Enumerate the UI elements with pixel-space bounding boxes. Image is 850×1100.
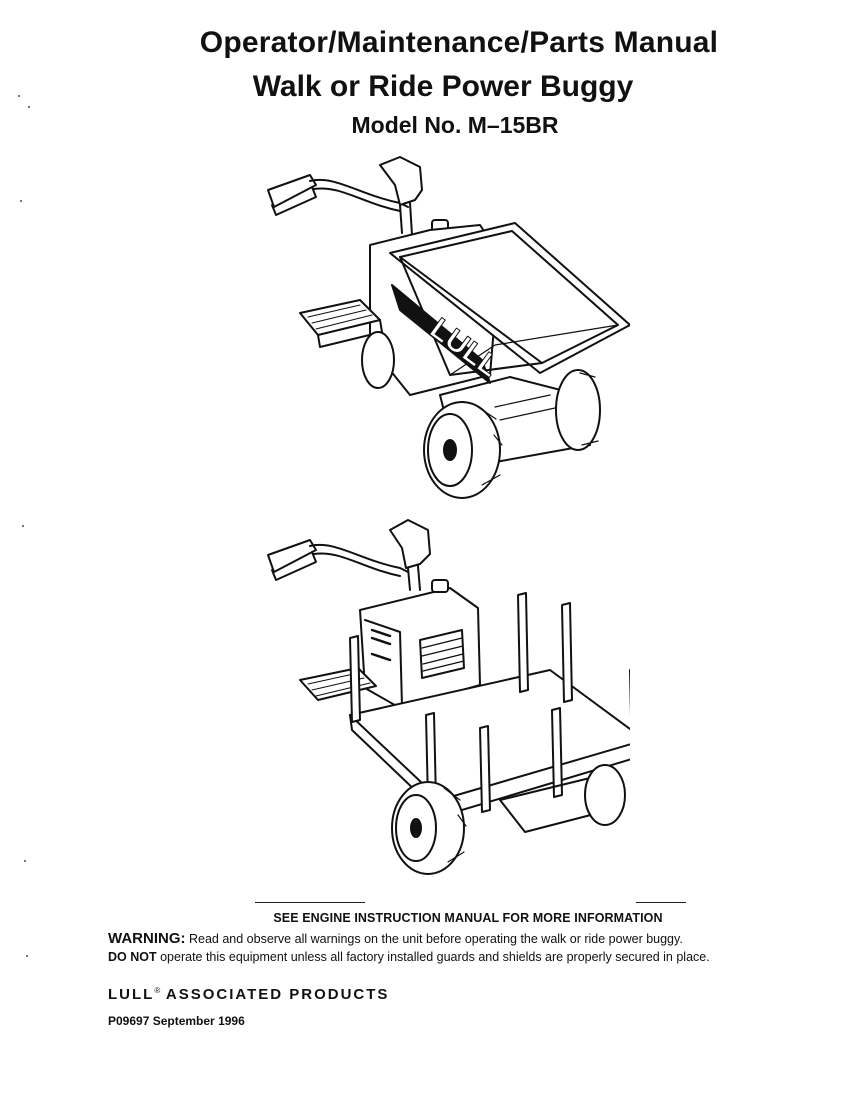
front-wheel-right: [555, 369, 601, 451]
platform-tread: [307, 304, 373, 330]
front-wheel-left-hub: [443, 439, 457, 461]
wheel-tread-right: [579, 372, 599, 446]
flat-deck-buggy-icon: [267, 519, 630, 875]
front-wheel-left-hub: [410, 818, 422, 838]
manual-title: Operator/Maintenance/Parts Manual: [199, 26, 719, 59]
handle-grip: [267, 174, 317, 208]
scan-speck: [20, 200, 22, 202]
donot-text: operate this equipment unless all factor…: [160, 950, 710, 964]
stake-posts: [349, 592, 630, 813]
handle-bar-inner: [313, 187, 401, 212]
donot-label: DO NOT: [108, 950, 157, 964]
warning-label: WARNING:: [108, 930, 186, 947]
engine-labels: [370, 628, 392, 662]
hopper-floor: [449, 324, 619, 376]
front-wheel-right: [584, 764, 626, 826]
engine-vent: [419, 629, 465, 679]
scan-speck: [18, 95, 20, 97]
divider-left: [255, 902, 365, 903]
company-name: LULL® ASSOCIATED PRODUCTS: [108, 986, 389, 1003]
handle-bar: [309, 543, 409, 573]
scan-speck: [26, 955, 28, 957]
stake-post: [479, 725, 491, 813]
stake-post: [561, 602, 573, 703]
vent-slats: [421, 637, 465, 672]
divider-right: [636, 902, 686, 903]
engine-manual-note: SEE ENGINE INSTRUCTION MANUAL FOR MORE I…: [273, 911, 663, 925]
hopper-rim: [389, 222, 630, 374]
control-lever: [389, 519, 431, 569]
donot-statement: DO NOT operate this equipment unless all…: [108, 950, 710, 964]
engine-cover-edge: [364, 619, 403, 707]
rear-wheel-left: [361, 331, 395, 389]
warning-text: Read and observe all warnings on the uni…: [188, 932, 683, 946]
scan-speck: [28, 106, 30, 108]
handle-bar: [309, 178, 409, 208]
company-brand: LULL: [108, 986, 155, 1003]
company-rest: ASSOCIATED PRODUCTS: [165, 986, 390, 1003]
stake-post: [551, 707, 563, 798]
handle-bar-inner: [313, 552, 401, 577]
registered-mark: ®: [154, 986, 161, 995]
handle-grip: [267, 539, 317, 573]
steering-column: [399, 202, 413, 236]
fuel-cap: [431, 579, 449, 593]
scan-speck: [24, 860, 26, 862]
chassis-detail: [494, 394, 556, 421]
wheel-tread-left: [443, 787, 467, 863]
handle-grip-side: [271, 551, 317, 581]
model-number: Model No. M–15BR: [351, 112, 559, 138]
stake-post: [517, 592, 529, 693]
steering-column: [407, 565, 421, 591]
operator-platform: [299, 299, 381, 336]
handle-grip-side: [271, 186, 317, 216]
stake-post: [349, 635, 361, 723]
dump-hopper-buggy-icon: LULL: [267, 156, 630, 499]
scan-speck: [22, 525, 24, 527]
platform-edge: [317, 319, 383, 348]
control-lever: [379, 156, 423, 206]
product-subtitle: Walk or Ride Power Buggy: [252, 70, 634, 103]
warning-statement: WARNING: Read and observe all warnings o…: [108, 930, 683, 947]
flat-deck: [349, 669, 630, 801]
publication-number: P09697 September 1996: [108, 1014, 245, 1028]
wheel-tread-left: [477, 406, 503, 486]
